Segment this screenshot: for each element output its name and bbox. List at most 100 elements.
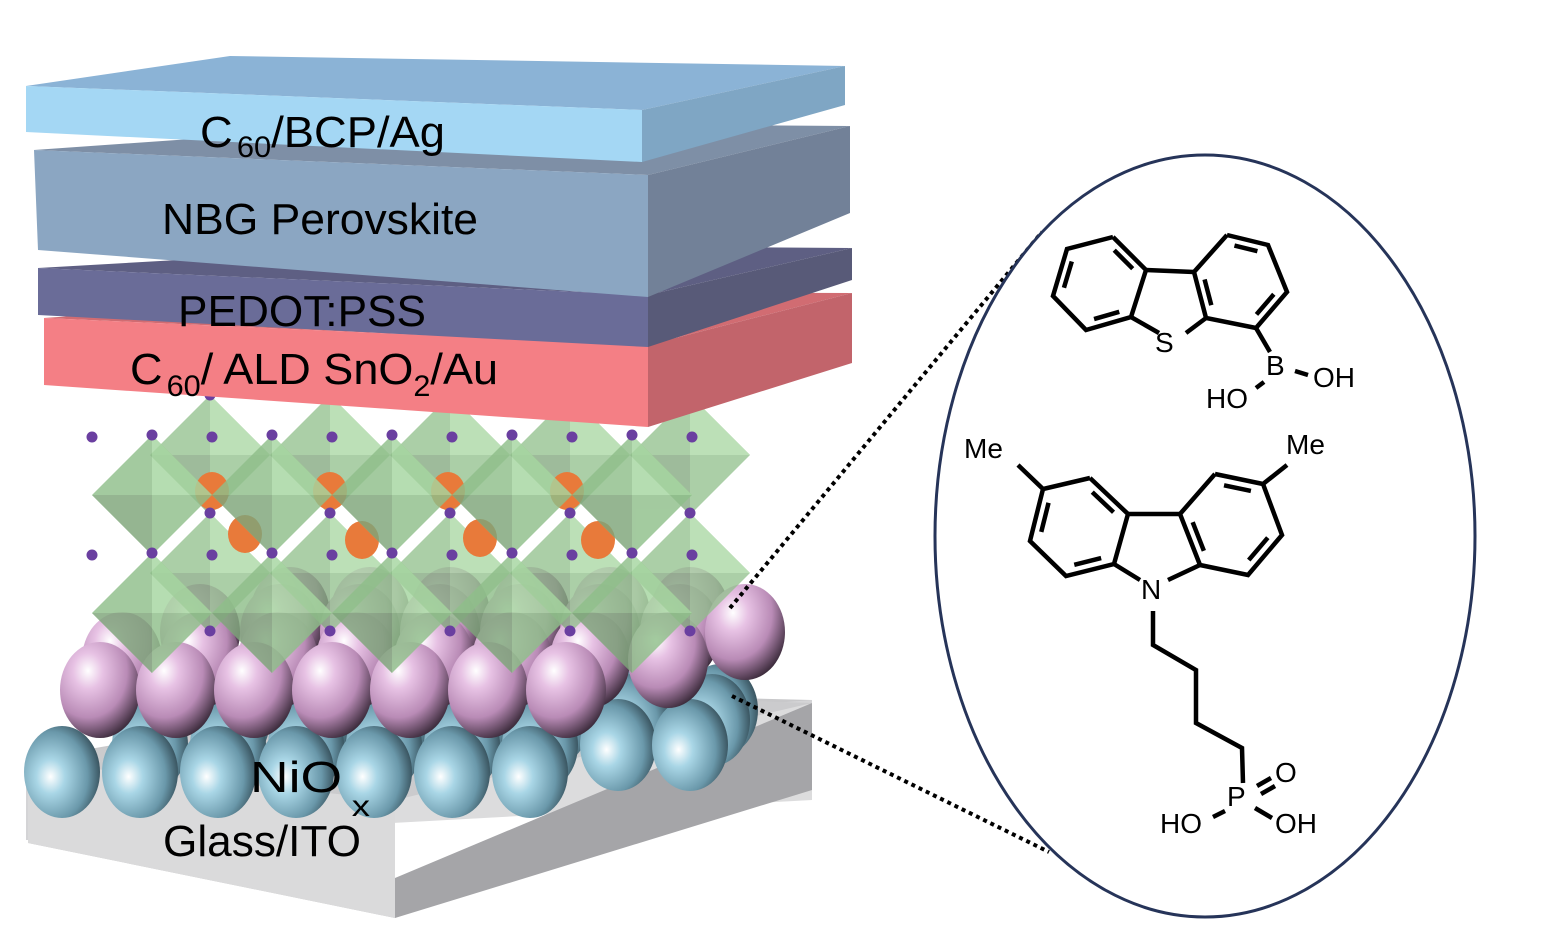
halide-anion — [326, 549, 338, 561]
halide-anion — [444, 625, 456, 637]
p-o-double-bond-b — [1259, 784, 1277, 796]
octahedron-facet-light — [632, 553, 692, 613]
perovskite-octahedron — [452, 553, 572, 673]
halide-anion — [266, 547, 278, 559]
nio-top-sphere — [705, 584, 785, 680]
perovskite-octahedron — [572, 553, 692, 673]
octahedron-facet-dark — [572, 613, 632, 673]
layer-pedot-side — [648, 248, 852, 347]
nio-top-sphere — [526, 642, 606, 738]
callout-line-upper — [728, 230, 1044, 610]
butyl-chain — [1150, 611, 1246, 784]
layer-recombination-front — [44, 318, 648, 427]
carbazole-left-ring-double — [1090, 490, 1116, 514]
atom-boron-ho-left: HO — [1206, 383, 1248, 414]
nio-top-sphere — [292, 642, 372, 738]
octahedron-facet-light — [632, 435, 692, 495]
octahedron-facet-dark — [212, 613, 272, 673]
carbazole-right-ring-double — [1223, 483, 1252, 494]
atom-boron-oh-right: OH — [1313, 362, 1355, 393]
octahedron-facet-light — [512, 553, 572, 613]
label-nio: NiOx — [250, 753, 370, 823]
halide-anion — [206, 549, 218, 561]
layer-perovskite-front — [34, 150, 648, 297]
halide-anion — [86, 431, 98, 443]
perovskite-octahedron — [332, 553, 452, 673]
b-ho-bond — [1254, 380, 1266, 390]
nio-bottom-sphere — [336, 726, 412, 818]
octahedron-facet-light — [272, 435, 332, 495]
nio-bottom-sphere — [24, 726, 100, 818]
atom-methyl-left: Me — [964, 433, 1003, 464]
octahedron-facet-dark — [212, 495, 272, 555]
octahedron-facet-light — [152, 553, 212, 613]
layer-electrode-top — [26, 56, 845, 110]
label-nbg-perovskite: NBG Perovskite — [162, 195, 478, 244]
nio-bottom-sphere — [180, 726, 256, 818]
halide-anion — [626, 547, 638, 559]
dbt-left-ring-double — [1061, 260, 1074, 289]
octahedron-facet-dark — [332, 495, 392, 555]
atom-phosphorus: P — [1227, 781, 1246, 812]
dbt-s-c-bond — [1184, 316, 1208, 335]
halide-anion — [206, 431, 218, 443]
layer-recombination-side — [648, 293, 852, 427]
halide-anion — [506, 429, 518, 441]
methyl-left-bond — [1016, 463, 1045, 491]
octahedron-facet-dark — [332, 613, 392, 673]
p-o-double-bond-a — [1255, 776, 1273, 788]
halide-anion — [564, 507, 576, 519]
carbazole-c-n-bond — [1112, 562, 1142, 582]
octahedron-facet-light — [272, 553, 332, 613]
b-oh-bond — [1294, 368, 1309, 378]
octahedron-facet-light — [392, 435, 452, 495]
nio-top-sphere — [60, 642, 140, 738]
halide-anion — [146, 547, 158, 559]
layer-pedot-front — [38, 268, 648, 347]
layer-perovskite-side — [648, 126, 850, 297]
c-b-bond — [1254, 326, 1272, 354]
dbt-right-ring-double — [1254, 292, 1276, 316]
label-glass-ito: Glass/ITO — [163, 817, 361, 866]
atom-methyl-right: Me — [1286, 429, 1325, 460]
halide-anion — [506, 547, 518, 559]
perovskite-octahedron — [452, 435, 572, 555]
perovskite-octahedron — [212, 435, 332, 555]
halide-anion — [686, 549, 698, 561]
dbt-left-ring-double — [1112, 248, 1135, 271]
dbt-biaryl-bond — [1145, 267, 1195, 275]
octahedron-facet-light — [690, 395, 750, 455]
halide-anion — [566, 549, 578, 561]
nio-bottom-sphere — [414, 726, 490, 818]
perovskite-octahedron — [92, 435, 212, 555]
atom-sulfur: S — [1155, 327, 1174, 358]
carbazole-n-c-bond — [1167, 562, 1201, 583]
perovskite-octahedron — [572, 435, 692, 555]
nio-bottom-sphere — [652, 699, 728, 791]
nio-bottom-sphere — [102, 726, 178, 818]
octahedron-facet-dark — [452, 495, 512, 555]
perovskite-octahedron — [332, 435, 452, 555]
halide-anion — [564, 625, 576, 637]
halide-anion — [326, 431, 338, 443]
nio-bottom-sphere — [580, 699, 656, 791]
nio-bottom-sphere — [258, 726, 334, 818]
halide-anion — [386, 547, 398, 559]
halide-anion — [626, 429, 638, 441]
dbt-c-s-bond — [1129, 315, 1161, 335]
halide-anion — [686, 431, 698, 443]
atom-oxo: O — [1275, 757, 1297, 788]
halide-anion — [204, 507, 216, 519]
nio-bottom-sphere — [492, 726, 568, 818]
halide-anion — [266, 429, 278, 441]
octahedron-facet-light — [152, 435, 212, 495]
octahedron-facet-light — [392, 553, 452, 613]
dbt-left-ring-double — [1093, 309, 1120, 322]
atom-boron: B — [1266, 350, 1285, 381]
halide-anion — [324, 625, 336, 637]
halide-anion — [684, 507, 696, 519]
molecule-inset-ellipse — [933, 153, 1477, 919]
perovskite-lattice — [86, 389, 750, 673]
